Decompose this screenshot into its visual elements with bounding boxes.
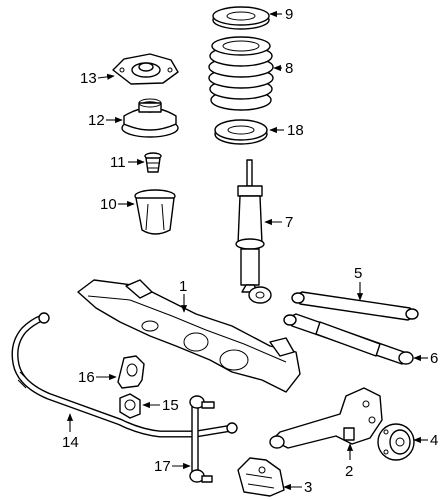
svg-text:15: 15: [162, 397, 179, 414]
callout-7: 7: [264, 214, 293, 231]
svg-text:10: 10: [100, 196, 117, 213]
svg-text:3: 3: [304, 479, 312, 496]
callout-18: 18: [269, 122, 304, 139]
svg-text:8: 8: [285, 60, 293, 77]
svg-text:6: 6: [430, 350, 438, 367]
callout-15: 15: [142, 397, 179, 414]
svg-text:13: 13: [80, 70, 97, 87]
spring-pad-upper: [212, 6, 270, 30]
svg-text:16: 16: [78, 369, 95, 386]
svg-text:11: 11: [110, 154, 126, 171]
callout-11: 11: [110, 154, 145, 171]
svg-text:12: 12: [88, 112, 105, 129]
rear-subframe: [77, 279, 301, 393]
stabilizer-bushing: [119, 393, 141, 419]
svg-text:9: 9: [285, 6, 293, 23]
coil-spring: [208, 36, 274, 111]
callout-3: 3: [283, 479, 312, 496]
knuckle-bracket: [237, 457, 285, 497]
callout-4: 4: [413, 432, 438, 449]
svg-text:4: 4: [430, 432, 438, 449]
dust-boot: [134, 189, 176, 235]
bump-stop: [144, 152, 162, 173]
callout-6: 6: [413, 350, 438, 367]
svg-text:14: 14: [62, 434, 79, 451]
callout-10: 10: [100, 196, 135, 213]
callout-5: 5: [354, 265, 364, 301]
shock-absorber: [235, 159, 272, 304]
svg-text:5: 5: [354, 265, 362, 282]
lower-control-arm: [283, 313, 414, 365]
callout-16: 16: [78, 369, 117, 386]
callout-8: 8: [273, 60, 293, 77]
upper-control-arm: [291, 291, 419, 321]
trailing-arm: [269, 387, 383, 449]
callout-13: 13: [80, 70, 115, 87]
callout-17: 17: [154, 458, 191, 475]
callout-1: 1: [179, 278, 187, 313]
svg-text:2: 2: [345, 463, 353, 480]
strut-mount-upper: [112, 53, 179, 85]
stabilizer-bar: [11, 312, 238, 438]
callout-2: 2: [345, 443, 353, 480]
callout-14: 14: [62, 413, 79, 451]
callout-12: 12: [88, 112, 123, 129]
stabilizer-link: [189, 395, 215, 483]
svg-text:1: 1: [179, 278, 187, 295]
mount-bushing: [121, 98, 179, 138]
wheel-hub: [377, 423, 415, 461]
callout-9: 9: [269, 6, 293, 23]
svg-text:17: 17: [154, 458, 171, 475]
spring-pad-lower: [214, 119, 268, 145]
svg-text:7: 7: [285, 214, 293, 231]
svg-text:18: 18: [287, 122, 304, 139]
stabilizer-bracket: [117, 355, 145, 389]
